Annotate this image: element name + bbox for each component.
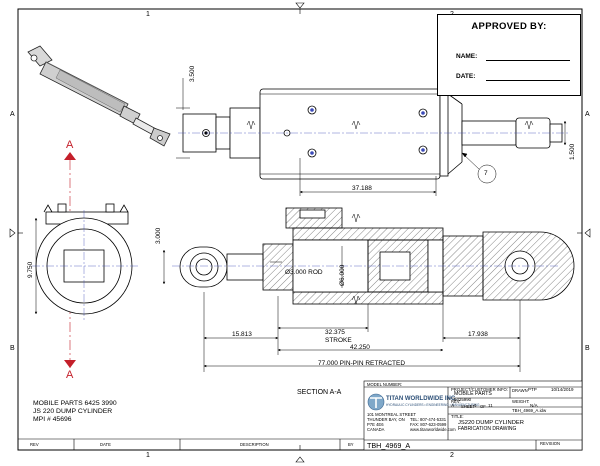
top-view <box>178 88 568 180</box>
of-label: OF <box>480 404 486 409</box>
drawing-title-line1: JS220 DUMP CYLINDER <box>458 420 524 426</box>
company-website: www.titanworldwide.com <box>410 427 456 432</box>
rev-table-rev: REV <box>30 442 39 447</box>
rev-label: REV: <box>451 399 461 404</box>
zone-label-top-1: 1 <box>146 11 150 18</box>
title-block-frame <box>18 380 583 451</box>
zone-label-left-a: A <box>10 111 15 118</box>
top-view-dimensions <box>176 78 567 196</box>
note-line: JS 220 DUMP CYLINDER <box>33 408 113 416</box>
drawing-border <box>9 2 591 463</box>
dim-bore-diameter: Ø6.000 <box>339 264 346 286</box>
callout-balloon-7: 7 <box>484 170 488 177</box>
zone-label-bottom-2: 2 <box>450 452 454 459</box>
dim-32-375: 32.375 <box>325 329 345 336</box>
approval-box: APPROVED BY: NAME: DATE: <box>437 14 581 96</box>
dim-1-500: 1.500 <box>569 143 576 160</box>
dim-rod-diameter: Ø3.000 ROD <box>285 269 323 276</box>
dim-3-500: 3.500 <box>189 65 196 82</box>
company-address-1: 101 MONTREAL STREET <box>367 412 416 417</box>
dim-17-938: 17.938 <box>468 331 488 338</box>
approval-name-label: NAME: <box>456 53 478 60</box>
section-view-label: SECTION A-A <box>297 389 342 396</box>
dim-37-188: 37.188 <box>352 185 372 192</box>
company-address-4: CANADA <box>367 427 385 432</box>
end-view <box>32 203 140 322</box>
zone-label-right-a: A <box>585 111 590 118</box>
dim-9-750: 9.750 <box>27 261 34 278</box>
section-marker-bottom: A <box>66 369 74 381</box>
model-number-label: MODEL NUMBER: <box>367 382 403 387</box>
zone-label-right-b: B <box>585 345 590 352</box>
customer-number: 6425990 <box>454 397 472 402</box>
dim-15-813: 15.813 <box>232 331 252 338</box>
note-line: MOBILE PARTS 6425 3990 <box>33 400 117 407</box>
weight-value: N/A <box>530 403 538 408</box>
rev-value: A <box>451 403 455 408</box>
project-customer-label: PROJECT/CUSTOMER INFO: <box>451 387 508 392</box>
zone-label-bottom-1: 1 <box>146 452 150 459</box>
drawing-date: 10/14/2019 <box>551 387 574 392</box>
company-phone: TEL: 807-474-5331 <box>410 417 447 422</box>
rev-table-description: DESCRIPTION <box>240 442 269 447</box>
dim-77-000-pin-pin: 77.000 PIN-PIN RETRACTED <box>318 360 406 367</box>
company-address-2: THUNDER BAY, ON <box>367 417 405 422</box>
drawing-notes: MOBILE PARTS 6425 3990 JS 220 DUMP CYLIN… <box>33 400 117 425</box>
drawn-by: PTP <box>528 387 537 392</box>
revision-label: REVISION <box>540 441 561 446</box>
drawing-title-line2: FABRICATION DRAWING <box>458 426 517 432</box>
section-view-dimensions <box>162 246 521 372</box>
company-logo <box>367 393 385 411</box>
approval-date-label: DATE: <box>456 73 476 80</box>
company-address-3: P7E 4E6 <box>367 422 384 427</box>
dim-stroke-label: STROKE <box>325 337 352 344</box>
isometric-view <box>27 45 171 147</box>
company-fax: FAX: 807-623-0599 <box>410 422 447 427</box>
sheet-total: 11 <box>488 403 493 408</box>
dim-42-250: 42.250 <box>350 344 370 351</box>
zone-label-left-b: B <box>10 345 15 352</box>
rev-table-by: BY <box>348 442 354 447</box>
customer-name: MOBILE PARTS <box>454 391 492 397</box>
section-view <box>172 207 575 305</box>
approval-date-line <box>486 80 570 81</box>
note-line: MPI # 45696 <box>33 416 72 424</box>
sheet-number: 1 <box>474 403 477 408</box>
approval-title: APPROVED BY: <box>471 21 547 32</box>
company-tagline: HYDRAULIC CYLINDERS • ENGINEERING • MANU… <box>386 403 480 407</box>
dim-3-000: 3.000 <box>155 227 162 244</box>
drawn-label: DRAWN <box>512 388 528 393</box>
company-name: TITAN WORLDWIDE INC. <box>386 396 457 402</box>
approval-name-line <box>486 60 570 61</box>
section-marker-top: A <box>66 139 74 151</box>
part-number: TBH_4969_A <box>367 441 411 450</box>
weight-label: WEIGHT: <box>512 399 530 404</box>
title-label: TITLE: <box>451 414 464 419</box>
rev-table-date: DATE <box>100 442 111 447</box>
file-name: TBH_4969_A.idw <box>512 408 547 413</box>
sheet-label: SHEET <box>461 404 475 409</box>
